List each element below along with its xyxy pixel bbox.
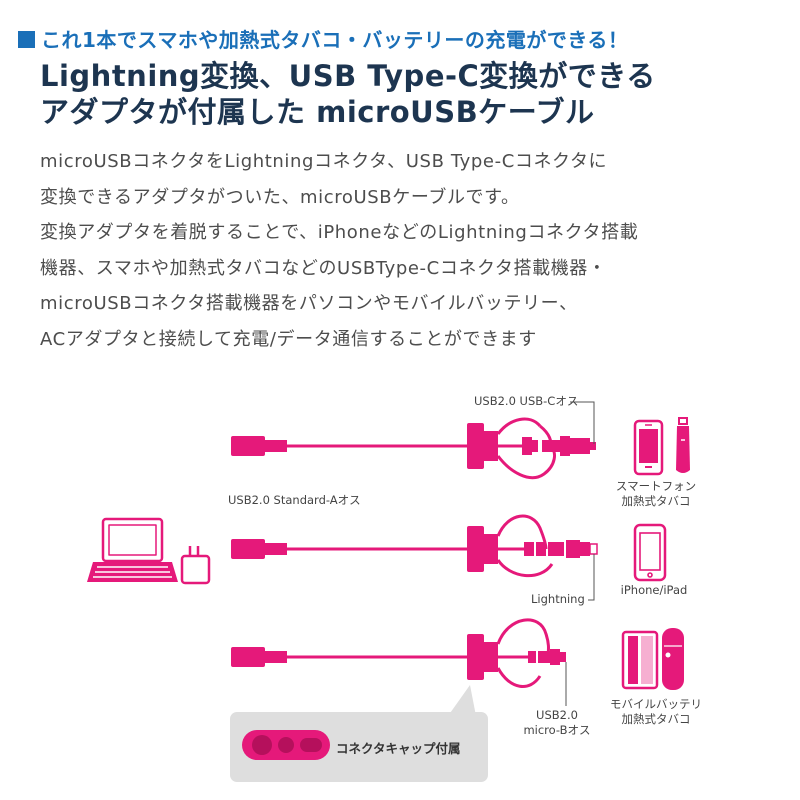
square-bullet-icon [18, 31, 35, 48]
description: microUSBコネクタをLightningコネクタ、USB Type-Cコネク… [40, 144, 638, 357]
cable-row-1 [231, 417, 596, 480]
label-device-battery: モバイルバッテリ 加熱式タバコ [600, 697, 712, 727]
label-device-smartphone: スマートフォン 加熱式タバコ [608, 479, 704, 509]
iphone-icon [633, 523, 667, 582]
laptop-icon [87, 517, 178, 582]
heated-tobacco-device-icon [662, 628, 684, 690]
kicker-text: これ1本でスマホや加熱式タバコ・バッテリーの充電ができる！ [41, 28, 629, 52]
label-device-smartphone-line-1: スマートフォン [615, 479, 697, 493]
label-device-battery-line-2: 加熱式タバコ [621, 712, 691, 726]
cable-row-2 [231, 514, 598, 578]
description-line: ACアダプタと接続して充電/データ通信することができます [40, 328, 537, 350]
connector-cap-icon [242, 730, 330, 760]
kicker-heading: これ1本でスマホや加熱式タバコ・バッテリーの充電ができる！ [18, 24, 628, 53]
description-line: 変換できるアダプタがついた、microUSBケーブルです。 [40, 186, 520, 208]
label-micro-b-line-1: USB2.0 [536, 708, 578, 722]
description-line: 変換アダプタを着脱することで、iPhoneなどのLightningコネクタ搭載 [40, 222, 639, 243]
label-device-battery-line-1: モバイルバッテリ [610, 697, 702, 711]
description-line: microUSBコネクタ搭載機器をパソコンやモバイルバッテリー、 [40, 293, 578, 314]
page-title: Lightning変換、USB Type-C変換ができる アダプタが付属した m… [40, 58, 656, 130]
description-line: 機器、スマホや加熱式タバコなどのUSBType-Cコネクタ搭載機器・ [40, 257, 607, 279]
title-line-1: Lightning変換、USB Type-C変換ができる [40, 59, 656, 93]
leader-lightning [588, 554, 595, 601]
e-cigarette-icon [676, 417, 690, 473]
leader-usb-c [570, 401, 595, 444]
cap-caption: コネクタキャップ付属 [336, 741, 461, 756]
cable-row-3 [231, 618, 566, 688]
label-device-smartphone-line-2: 加熱式タバコ [621, 494, 691, 508]
description-line: microUSBコネクタをLightningコネクタ、USB Type-Cコネク… [40, 151, 608, 172]
cap-callout-pointer [448, 685, 476, 716]
label-micro-b-line-2: micro-Bオス [523, 723, 591, 737]
title-line-2: アダプタが付属した microUSBケーブル [40, 95, 595, 129]
ac-adapter-icon [180, 546, 211, 585]
label-micro-b: USB2.0 micro-Bオス [520, 708, 594, 738]
label-standard-a: USB2.0 Standard-Aオス [228, 493, 361, 507]
label-usb-c: USB2.0 USB-Cオス [474, 394, 579, 408]
label-lightning: Lightning [531, 592, 585, 606]
label-device-iphone: iPhone/iPad [620, 583, 688, 597]
mobile-battery-icon [621, 630, 659, 690]
smartphone-icon [633, 419, 664, 476]
